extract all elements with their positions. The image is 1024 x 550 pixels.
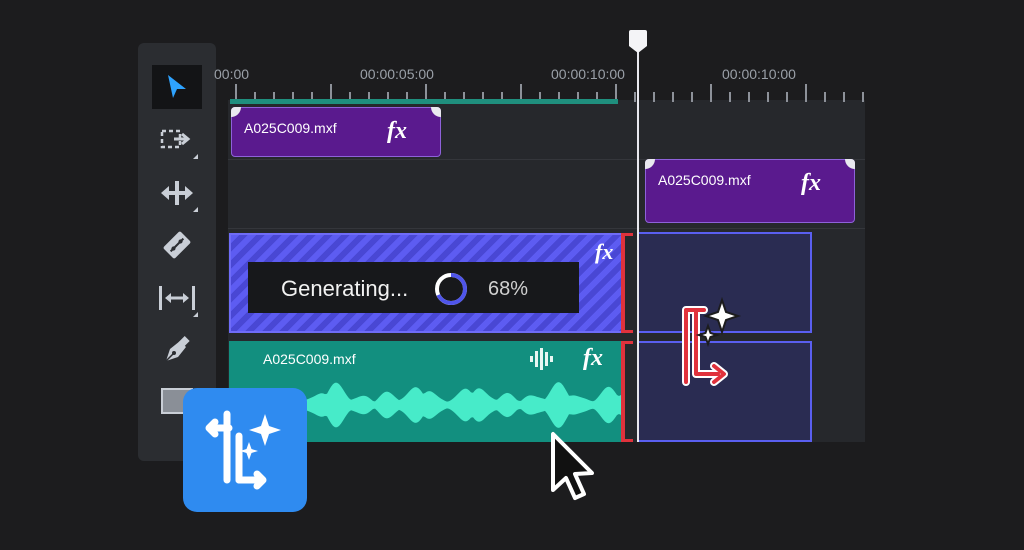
playhead-handle-icon[interactable]	[627, 30, 649, 54]
generative-extend-icon[interactable]	[183, 388, 307, 512]
track-divider	[228, 228, 865, 229]
boundary-bracket	[625, 233, 633, 236]
boundary-bracket	[625, 330, 633, 333]
fx-badge-icon[interactable]: fx	[801, 170, 821, 196]
fx-badge-icon[interactable]: fx	[387, 118, 407, 144]
ruler-time-label: 00:00	[214, 66, 250, 82]
progress-spinner-icon	[435, 273, 467, 305]
video-clip[interactable]: A025C009.mxf fx	[231, 107, 441, 157]
clip-trim-handle[interactable]	[231, 107, 241, 117]
ruler-time-label: 00:00:10:00	[722, 66, 796, 82]
ruler-time-label: 00:00:05:00	[360, 66, 434, 82]
edit-boundary-marker	[621, 233, 625, 333]
clip-trim-handle[interactable]	[431, 107, 441, 117]
audio-waveform	[229, 382, 625, 428]
track-select-tool-icon	[160, 129, 191, 149]
tools-panel	[138, 43, 216, 461]
edit-boundary-marker	[621, 341, 625, 442]
waveform-shape	[229, 382, 625, 428]
boundary-bracket	[625, 439, 633, 442]
track-select-tool-button[interactable]	[152, 118, 202, 162]
mouse-pointer-icon	[551, 432, 594, 500]
audio-waveform-icon	[530, 348, 553, 370]
clip-trim-handle[interactable]	[645, 159, 655, 169]
slip-tool-button[interactable]	[152, 276, 202, 320]
time-ruler[interactable]	[0, 0, 1024, 110]
selection-tool-icon	[168, 75, 186, 98]
video-clip[interactable]: A025C009.mxf fx	[645, 159, 855, 223]
generative-extend-glyph-icon	[205, 410, 281, 490]
boundary-bracket	[625, 341, 633, 344]
razor-tool-icon	[163, 231, 191, 259]
pen-tool-button[interactable]	[152, 328, 202, 372]
clip-name: A025C009.mxf	[263, 351, 356, 367]
generation-progress-percent: 68%	[488, 278, 529, 300]
clip-name: A025C009.mxf	[244, 120, 337, 136]
pen-tool-icon	[165, 336, 190, 362]
render-bar	[230, 99, 618, 104]
generation-progress-box	[248, 262, 579, 313]
clip-name: A025C009.mxf	[658, 172, 751, 188]
playhead-line[interactable]	[637, 50, 639, 442]
selection-tool-button[interactable]	[152, 65, 202, 109]
ruler-time-label: 00:00:10:00	[551, 66, 625, 82]
fx-badge-icon[interactable]: fx	[595, 239, 614, 264]
clip-trim-handle[interactable]	[845, 159, 855, 169]
ripple-edit-tool-button[interactable]	[152, 171, 202, 215]
razor-tool-button[interactable]	[152, 223, 202, 267]
generating-status-text: Generating...	[281, 276, 409, 301]
slip-tool-icon	[159, 286, 195, 310]
track-divider	[228, 159, 865, 160]
ripple-edit-tool-icon	[161, 181, 193, 205]
generative-extend-cursor-icon	[682, 296, 742, 386]
fx-badge-icon[interactable]: fx	[583, 345, 603, 371]
extension-placeholder-audio[interactable]	[637, 341, 812, 442]
